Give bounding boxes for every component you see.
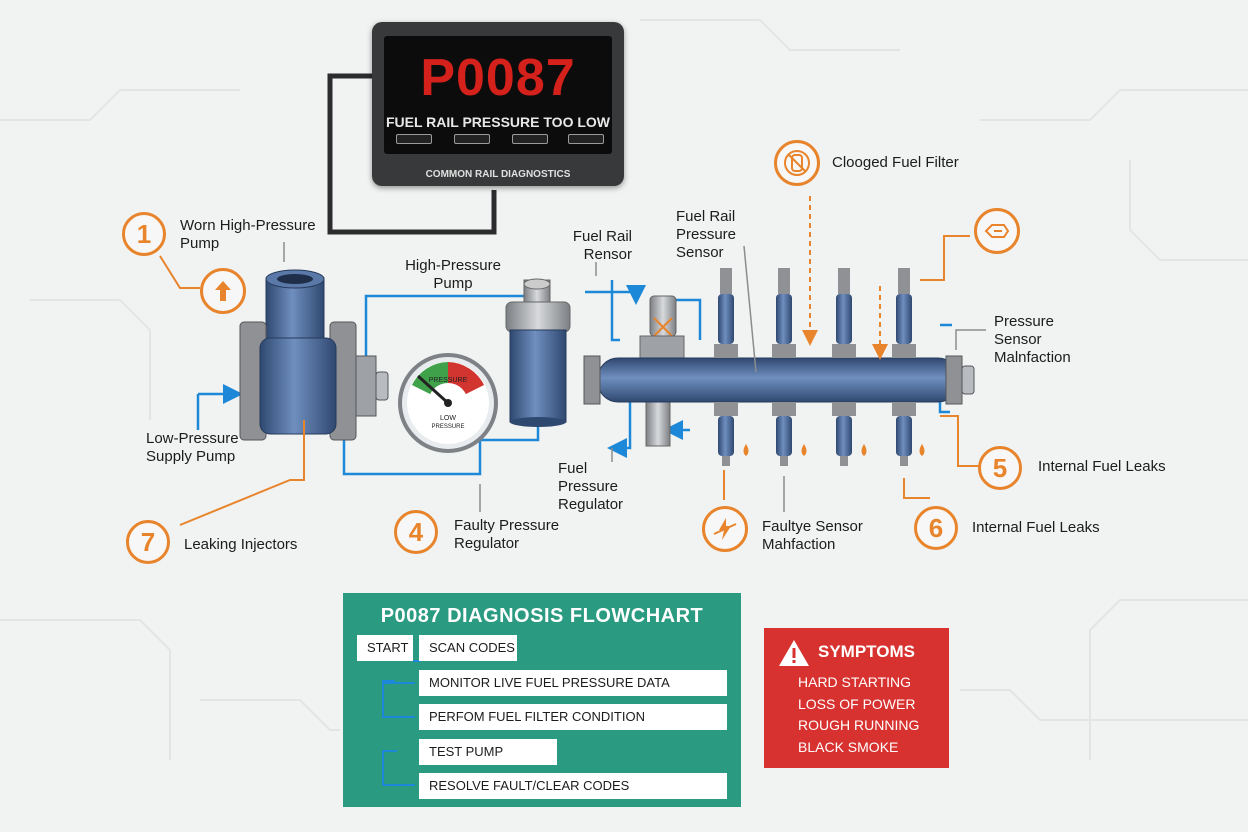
flowchart-step-5: RESOLVE FAULT/CLEAR CODES (419, 773, 727, 799)
orange-leaders (159, 196, 980, 526)
label-faultye-sensor-mahfaction: Faultye Sensor Mahfaction (762, 518, 863, 553)
label-pressure-sensor-malfunction: Pressure Sensor Malnfaction (994, 313, 1071, 366)
warning-icon (779, 640, 809, 666)
symptom-item: LOSS OF POWER (798, 696, 916, 712)
dtc-screen: P0087 FUEL RAIL PRESSURE TOO LOW (384, 36, 612, 154)
diagnosis-flowchart: P0087 DIAGNOSIS FLOWCHART START SCAN COD… (343, 593, 741, 807)
fuel-drop-icons (743, 444, 925, 456)
label-text: Worn High-Pressure Pump (180, 217, 316, 252)
symptom-item: HARD STARTING (798, 674, 912, 690)
injector-3 (832, 268, 856, 466)
callout-number-1: 1 (122, 212, 166, 256)
dtc-cable (327, 73, 497, 235)
flowchart-connectors (382, 660, 421, 786)
injector-icon (974, 208, 1020, 254)
callout-number-4: 4 (394, 510, 438, 554)
gauge-text-bottom: PRESSURE (431, 424, 464, 430)
label-internal-fuel-leaks-5: Internal Fuel Leaks (1038, 458, 1166, 475)
injector-4 (892, 268, 916, 466)
label-leaking-injectors: Leaking Injectors (184, 536, 298, 553)
label-fuel-pressure-regulator: Fuel Pressure Regulator (558, 460, 624, 513)
dtc-code: P0087 (420, 49, 576, 107)
injector-1 (714, 268, 738, 466)
flowchart-step-4: TEST PUMP OUTPUT (419, 739, 557, 785)
background-traces (0, 19, 1248, 760)
flowchart-step-3: PERFOM FUEL FILTER CONDITION (419, 704, 727, 730)
label-worn-high-pressure-pump: Worn High-Pressure Pump (180, 217, 320, 253)
symptom-item: ROUGH RUNNING (798, 717, 920, 733)
flowchart-start: START (357, 635, 413, 661)
scanner-button-4[interactable] (568, 134, 604, 144)
dtc-scanner-display: P0087 FUEL RAIL PRESSURE TOO LOW COMMON … (372, 22, 624, 186)
symptom-item: BLACK SMOKE (798, 739, 899, 755)
high-pressure-pump (239, 269, 389, 441)
injector-2 (772, 268, 796, 466)
flowchart-step-1: SCAN CODES (419, 635, 517, 661)
pressure-gauge (398, 353, 498, 453)
label-high-pressure-pump: High-Pressure Pump (405, 257, 501, 292)
gauge-text-low: LOW (440, 415, 456, 422)
label-fuel-rail-pressure-sensor: Fuel Rail Pressure Sensor (676, 208, 737, 261)
symptoms-title: SYMPTOMS (818, 642, 915, 661)
no-power-icon (702, 506, 748, 552)
common-fuel-rail (583, 355, 975, 405)
callout-number-6: 6 (914, 506, 958, 550)
label-clogged-fuel-filter: Clooged Fuel Filter (832, 154, 959, 171)
label-fuel-rail-rensor: Fuel Rail Rensor (572, 228, 632, 263)
injectors (714, 268, 916, 466)
callout-number-7: 7 (126, 520, 170, 564)
fuel-filter-canister (505, 278, 571, 427)
callout-number-5: 5 (978, 446, 1022, 490)
scanner-button-2[interactable] (454, 134, 490, 144)
gauge-text-top: PRESSURE (429, 377, 468, 384)
arrow-up-icon (200, 268, 246, 314)
flowchart-title: P0087 DIAGNOSIS FLOWCHART (380, 605, 704, 627)
scanner-button-3[interactable] (512, 134, 548, 144)
no-filter-icon (774, 140, 820, 186)
grey-leaders (283, 242, 986, 512)
symptoms-panel: SYMPTOMS HARD STARTING LOSS OF POWER ROU… (764, 628, 949, 768)
label-internal-fuel-leaks-6: Internal Fuel Leaks (972, 519, 1100, 536)
flowchart-step-2: MONITOR LIVE FUEL PRESSURE DATA (419, 670, 727, 696)
label-low-pressure-supply-pump: Low-Pressure Supply Pump (146, 430, 239, 465)
dtc-message: FUEL RAIL PRESSURE TOO LOW (385, 114, 611, 130)
label-faulty-pressure-regulator: Faulty Pressure Regulator (454, 517, 560, 552)
scanner-button-1[interactable] (396, 134, 432, 144)
dtc-footer: COMMON RAIL DIAGNOSTICS (425, 169, 571, 180)
